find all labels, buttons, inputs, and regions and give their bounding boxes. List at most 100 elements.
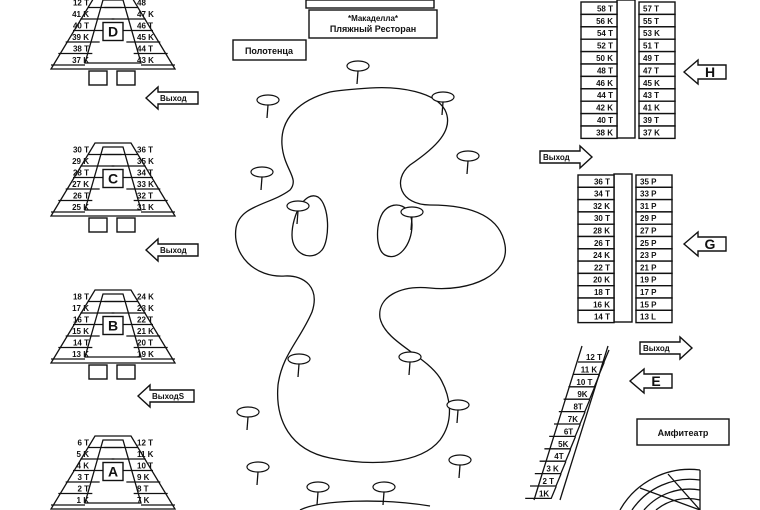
seat-label: 1 K	[77, 496, 90, 505]
towels-point[interactable]: Полотенца	[232, 39, 307, 61]
seat-label: 25 P	[640, 239, 657, 248]
section-letter: B	[108, 318, 118, 334]
seat-label: 43 T	[643, 91, 659, 100]
seat-label: 29 P	[640, 214, 657, 223]
section-letter: A	[108, 464, 118, 480]
exit-arrow-h[interactable]: Выход	[539, 144, 594, 170]
seat-label: 39 T	[643, 116, 659, 125]
seat-label: 20 T	[137, 339, 153, 348]
seat-label: 14 T	[594, 313, 610, 322]
seat-label: 37 K	[643, 128, 660, 137]
seat-label: 7K	[568, 415, 578, 424]
seat-label: 34 T	[137, 169, 153, 178]
seat-label: 52 T	[597, 42, 613, 51]
seat-label: 20 K	[593, 276, 610, 285]
seat-label: 1K	[539, 489, 549, 498]
amphitheatre-label: Амфитеатр	[658, 428, 709, 438]
seat-label: 56 K	[596, 17, 613, 26]
seat-label: 15 K	[72, 327, 89, 336]
seat-label: 43 K	[137, 56, 154, 65]
amphitheatre-stage	[619, 468, 701, 510]
exit-label: Выход	[160, 246, 187, 255]
seat-label: 16 K	[593, 300, 610, 309]
seat-label: 6T	[564, 427, 573, 436]
seat-label: 29 K	[72, 157, 89, 166]
restaurant[interactable]: *Макаделла* Пляжный Ресторан	[305, 0, 438, 39]
umbrella	[456, 150, 480, 175]
seat-label: 27 K	[72, 180, 89, 189]
section-h-aisle	[616, 0, 636, 139]
section-h-arrow[interactable]: H	[682, 58, 727, 86]
seat-label: 8T	[573, 403, 582, 412]
seat-label: 55 T	[643, 17, 659, 26]
exit-arrow-c[interactable]: Выход	[144, 237, 199, 263]
umbrella	[246, 461, 270, 486]
seat-label: 58 T	[597, 4, 613, 13]
seat-label: 11 K	[137, 450, 154, 459]
seat-label: 4T	[554, 452, 563, 461]
seat-label: 17 K	[72, 304, 89, 313]
seat-label: 33 K	[137, 180, 154, 189]
section-letter: E	[651, 373, 660, 389]
seat-label: 19 P	[640, 276, 657, 285]
umbrella	[256, 94, 280, 119]
umbrella	[286, 200, 310, 225]
seat-label: 36 T	[594, 177, 610, 186]
exit-label: Выход	[543, 153, 570, 162]
exit-arrow-g[interactable]: Выход	[639, 335, 694, 361]
amphitheatre[interactable]: Амфитеатр	[636, 418, 730, 446]
umbrella	[400, 206, 424, 231]
seat-label: 27 P	[640, 227, 657, 236]
seat-label: 44 T	[597, 91, 613, 100]
seat-label: 38 T	[73, 45, 89, 54]
seat-label: 2 T	[77, 485, 89, 494]
towels-label: Полотенца	[245, 46, 294, 56]
umbrella	[448, 454, 472, 479]
seat-label: 35 P	[640, 177, 657, 186]
seat-label: 41 K	[72, 10, 89, 19]
seat-label: 22 T	[594, 263, 610, 272]
seat-label: 53 K	[643, 29, 660, 38]
seat-label: 22 T	[137, 316, 153, 325]
seat-label: 18 T	[594, 288, 610, 297]
seat-label: 26 T	[594, 239, 610, 248]
exit-label: Выход	[160, 94, 187, 103]
section-letter: C	[108, 171, 118, 187]
seat-label: 48 T	[597, 66, 613, 75]
section-e-arrow[interactable]: E	[628, 367, 673, 395]
seat-label: 21 P	[640, 263, 657, 272]
seat-label: 54 T	[597, 29, 613, 38]
seat-label: 10 T	[137, 462, 153, 471]
exit-arrow-d[interactable]: Выход	[144, 85, 199, 111]
exit-arrow-b[interactable]: ВыходS	[136, 383, 195, 409]
section-g-arrow[interactable]: G	[682, 230, 727, 258]
seat-label: 50 K	[596, 54, 613, 63]
umbrella	[236, 406, 260, 431]
seat-label: 41 K	[643, 104, 660, 113]
seat-label: 36 T	[137, 146, 153, 155]
seat-label: 9K	[577, 390, 587, 399]
seat-label: 6 T	[77, 439, 89, 448]
restaurant-name: *Макаделла*	[348, 14, 399, 23]
seat-label: 45 K	[643, 79, 660, 88]
seat-label: 26 T	[73, 192, 89, 201]
seat-label: 48	[137, 0, 146, 8]
seat-label: 32 K	[593, 202, 610, 211]
seat-label: 42 K	[596, 104, 613, 113]
restaurant-subtitle: Пляжный Ресторан	[330, 24, 416, 34]
seat-label: 7 K	[137, 496, 150, 505]
umbrella	[287, 353, 311, 378]
seat-label: 2 T	[542, 477, 554, 486]
seat-label: 8 T	[137, 485, 149, 494]
umbrella	[306, 481, 330, 506]
seat-label: 12 T	[137, 439, 153, 448]
